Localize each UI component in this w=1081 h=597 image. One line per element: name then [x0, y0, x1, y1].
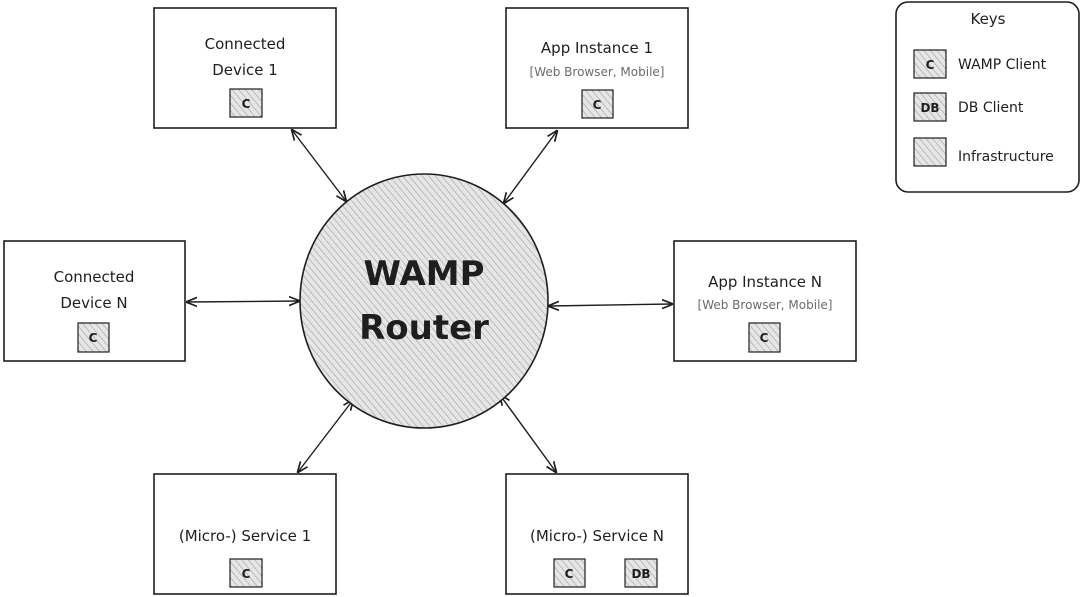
- client-tag: [229, 558, 263, 588]
- node-label-line1: (Micro-) Service 1: [179, 527, 311, 545]
- db-tag: [624, 558, 658, 588]
- node-label-line2: Device 1: [212, 61, 278, 79]
- node-label-line1: (Micro-) Service N: [530, 527, 664, 545]
- node-connected-device-1: Connected Device 1 C: [153, 7, 337, 129]
- node-app-instance-n: App Instance N [Web Browser, Mobile] C: [673, 240, 857, 362]
- client-tag: [581, 89, 614, 119]
- legend-label: WAMP Client: [958, 57, 1047, 73]
- node-label-line2: Device N: [60, 294, 127, 312]
- legend-swatch-db-client: [913, 92, 947, 122]
- edge-app1-router: [504, 131, 557, 203]
- node-sublabel: [Web Browser, Mobile]: [530, 65, 665, 79]
- wamp-router: WAMP Router: [299, 173, 549, 429]
- client-tag-text: C: [565, 567, 574, 581]
- legend-swatch-wamp-client: [913, 49, 947, 79]
- node-app-instance-1: App Instance 1 [Web Browser, Mobile] C: [505, 7, 689, 129]
- legend-label: DB Client: [958, 100, 1024, 116]
- node-box: [505, 473, 689, 595]
- node-label-line1: App Instance 1: [541, 39, 653, 57]
- client-tag: [748, 322, 781, 353]
- router-label-line2: Router: [359, 308, 489, 348]
- legend-swatch-text: C: [926, 58, 935, 72]
- db-tag-text: DB: [631, 567, 650, 581]
- edges: [187, 130, 672, 472]
- legend-title: Keys: [970, 10, 1005, 28]
- edge-serviceN-router: [500, 395, 556, 472]
- client-tag: [553, 558, 586, 588]
- legend-swatch-text: DB: [920, 101, 939, 115]
- client-tag-text: C: [242, 97, 251, 111]
- client-tag-text: C: [593, 98, 602, 112]
- legend: Keys C WAMP Client DB DB Client Infrastr…: [895, 1, 1080, 193]
- legend-label: Infrastructure: [958, 149, 1054, 165]
- client-tag-text: C: [760, 331, 769, 345]
- client-tag: [77, 322, 110, 353]
- node-label-line1: Connected: [54, 268, 135, 286]
- node-label-line1: App Instance N: [708, 273, 822, 291]
- edge-appN-router: [549, 304, 672, 306]
- legend-swatch-infrastructure: [913, 137, 947, 167]
- client-tag-text: C: [89, 331, 98, 345]
- client-tag: [229, 88, 263, 118]
- node-service-1: (Micro-) Service 1 C: [153, 473, 337, 595]
- router-label-line1: WAMP: [363, 254, 484, 294]
- node-service-n: (Micro-) Service N C DB: [505, 473, 689, 595]
- edge-deviceN-router: [187, 301, 299, 302]
- edge-service1-router: [298, 400, 353, 472]
- router-circle: [299, 173, 549, 429]
- node-sublabel: [Web Browser, Mobile]: [698, 298, 833, 312]
- node-label-line1: Connected: [205, 35, 286, 53]
- client-tag-text: C: [242, 567, 251, 581]
- edge-device1-router: [292, 130, 346, 201]
- node-connected-device-n: Connected Device N C: [3, 240, 186, 362]
